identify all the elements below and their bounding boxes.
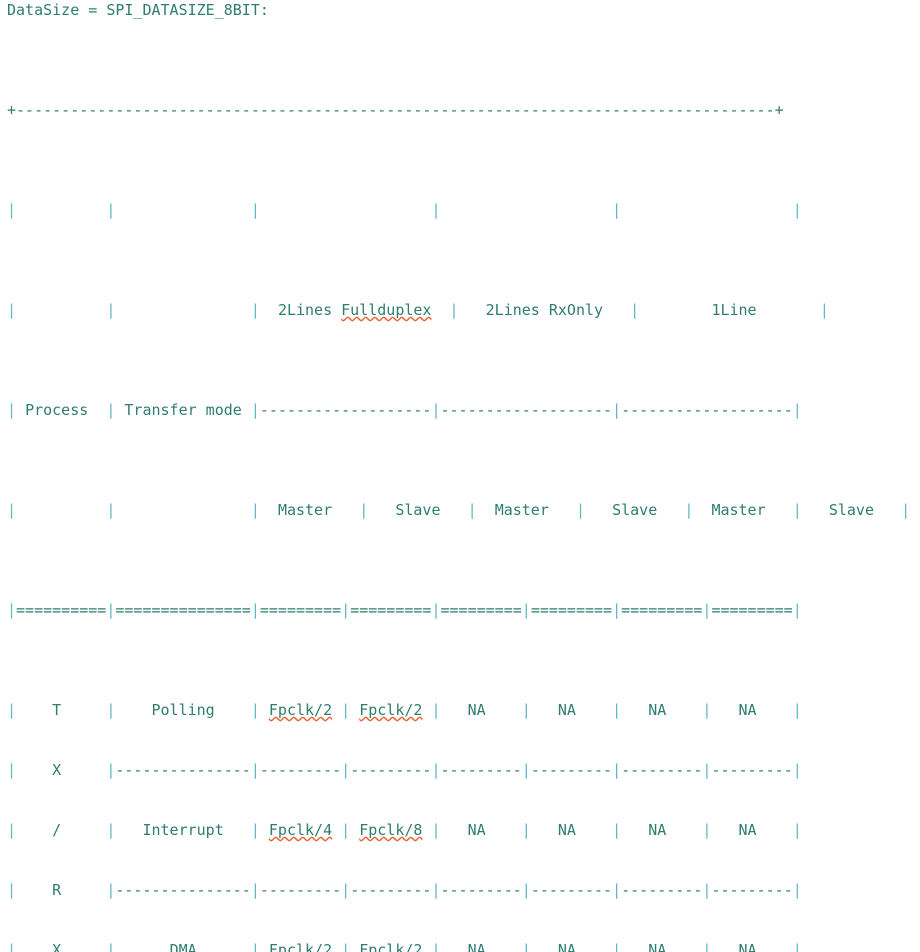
process-char: X [52,941,62,952]
group-label-0-word: Fullduplex [341,301,432,319]
group-label-0-prefix: 2Lines [277,301,342,319]
cell-value: NA [648,941,667,952]
process-char: / [52,821,62,839]
cell-value: Fpclk/2 [359,701,423,719]
subheader-0: Master [277,501,333,519]
cell-value: Fpclk/4 [268,821,333,839]
cell-value: NA [557,821,576,839]
header-subcolumn-row: | | | Master | Slave | Master | Slave | … [7,501,911,519]
header-bottom-separator: |==========|===============|=========|==… [7,601,802,619]
table-top-border: +---------------------------------------… [7,101,784,119]
group-label-1: 2Lines RxOnly [485,301,604,319]
header-group-row: | | | 2Lines Fullduplex | 2Lines RxOnly … [7,301,829,319]
group-label-2: 1Line [711,301,757,319]
cell-value: NA [648,821,667,839]
mode-label: DMA [169,941,197,952]
row-divider: | R |---------------|---------|---------… [7,881,802,899]
col-header-process: Process [25,401,89,419]
cell-value: Fpclk/2 [268,701,333,719]
cell-value: NA [738,701,757,719]
process-char: T [52,701,62,719]
process-char: R [52,881,62,899]
cell-value: Fpclk/2 [268,941,333,952]
subheader-4: Master [711,501,766,519]
cell-value: Fpclk/2 [359,941,423,952]
header-label-row: | Process | Transfer mode |-------------… [7,401,802,419]
code-title-line: DataSize = SPI_DATASIZE_8BIT: [7,1,269,19]
subheader-1: Slave [395,501,441,519]
header-row-blank-1: | | | | | | [7,201,802,219]
ascii-art-table: +---------------------------------------… [7,20,910,952]
cell-value: NA [467,821,486,839]
cell-value: NA [467,701,486,719]
mode-label: Polling [151,701,215,719]
col-header-transfer-mode: Transfer mode [124,401,242,419]
table-row: | / | Interrupt | Fpclk/4 | Fpclk/8 | NA… [7,821,802,839]
subheader-3: Slave [612,501,658,519]
subheader-5: Slave [828,501,874,519]
document-viewer: DataSize = SPI_DATASIZE_8BIT: +---------… [7,1,911,952]
process-char: X [52,761,62,779]
subheader-2: Master [494,501,549,519]
cell-value: NA [648,701,667,719]
cell-value: NA [557,941,576,952]
cell-value: Fpclk/8 [359,821,423,839]
cell-value: NA [738,941,757,952]
cell-value: NA [557,701,576,719]
table-row: | X | DMA | Fpclk/2 | Fpclk/2 | NA | NA … [7,940,910,952]
cell-value: NA [467,941,486,952]
row-divider: | X |---------------|---------|---------… [7,761,802,779]
table-row: | T | Polling | Fpclk/2 | Fpclk/2 | NA |… [7,701,802,719]
mode-label: Interrupt [142,821,224,839]
cell-value: NA [738,821,757,839]
